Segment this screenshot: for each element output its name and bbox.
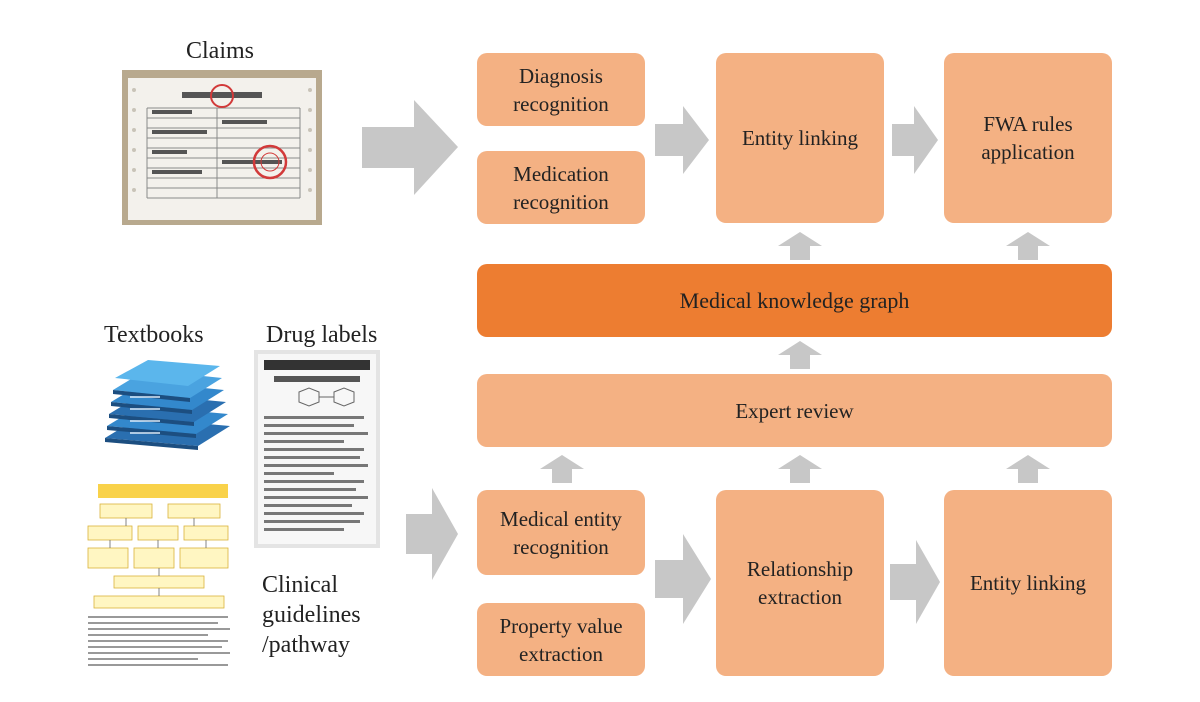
linking-to-fwa-arrow: [892, 106, 938, 174]
entity-recognition-to-review-arrow: [540, 455, 584, 483]
medication-recognition-box: Medication recognition: [477, 151, 645, 224]
relationship-extraction-box: Relationship extraction: [716, 490, 884, 676]
medical-entity-recognition-label: Medical entity recognition: [500, 506, 622, 559]
relationship-to-review-arrow: [778, 455, 822, 483]
textbooks-caption: Textbooks: [104, 322, 204, 348]
property-value-extraction-box: Property value extraction: [477, 603, 645, 676]
fwa-rules-label: FWA rules application: [981, 112, 1075, 164]
linking-to-review-arrow: [1006, 455, 1050, 483]
claims-form-image: [122, 70, 322, 225]
fwa-rules-box: FWA rules application: [944, 53, 1112, 223]
expert-review-box: Expert review: [477, 374, 1112, 447]
claims-caption: Claims: [186, 38, 255, 64]
review-to-kg-arrow: [778, 341, 822, 369]
kg-to-fwa-arrow: [1006, 232, 1050, 260]
extraction-to-relationship-arrow: [655, 534, 711, 624]
medication-recognition-label: Medication recognition: [513, 161, 609, 214]
medical-knowledge-graph-box: Medical knowledge graph: [477, 264, 1112, 337]
guidelines-caption: Clinical guidelines /pathway: [262, 572, 361, 658]
claims-entity-linking-label: Entity linking: [741, 126, 859, 150]
claims-entity-linking-box: Entity linking: [716, 53, 884, 223]
kg-to-entity-linking-arrow: [778, 232, 822, 260]
drug-labels-caption: Drug labels: [266, 322, 378, 348]
relationship-extraction-label: Relationship extraction: [746, 557, 854, 609]
medical-entity-recognition-box: Medical entity recognition: [477, 490, 645, 575]
clinical-guideline-image: [84, 482, 234, 674]
expert-review-label: Expert review: [735, 398, 854, 423]
sources-input-arrow: [406, 488, 458, 580]
drug-label-image: [254, 350, 380, 548]
kg-entity-linking-label: Entity linking: [969, 571, 1087, 595]
kg-entity-linking-box: Entity linking: [944, 490, 1112, 676]
textbooks-image: [105, 360, 230, 450]
diagnosis-recognition-label: Diagnosis recognition: [513, 63, 609, 116]
claims-input-arrow: [362, 100, 458, 195]
diagnosis-recognition-box: Diagnosis recognition: [477, 53, 645, 126]
relationship-to-linking-arrow: [890, 540, 940, 624]
medical-knowledge-graph-label: Medical knowledge graph: [679, 287, 910, 313]
property-value-extraction-label: Property value extraction: [499, 613, 623, 666]
recognition-to-linking-arrow: [655, 106, 709, 174]
